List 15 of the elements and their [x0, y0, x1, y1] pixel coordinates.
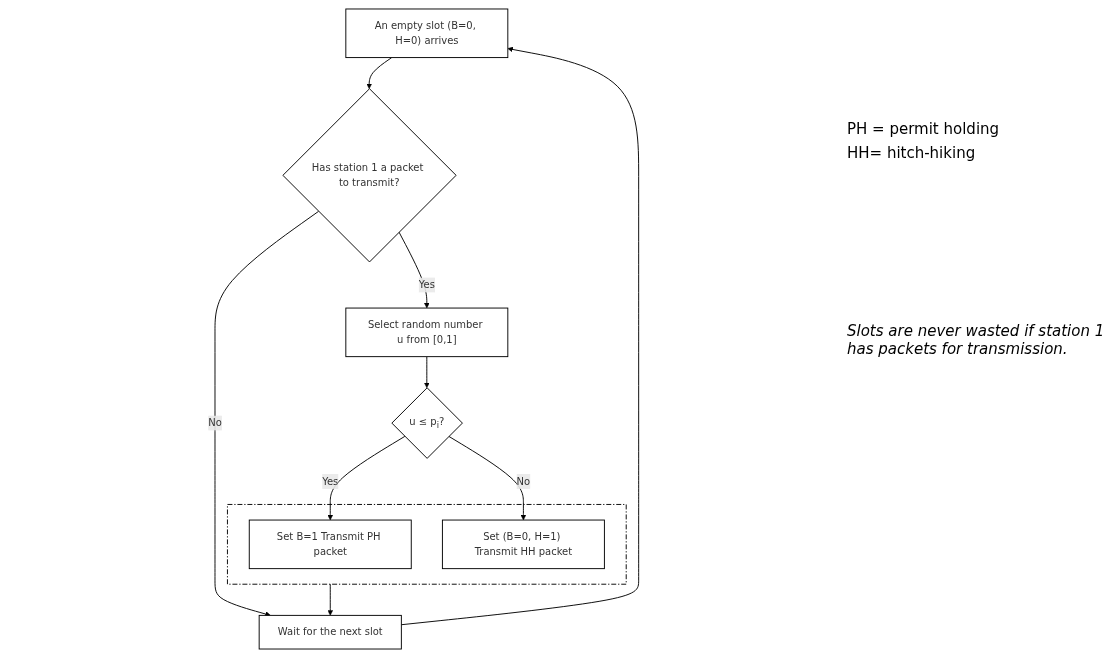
- abbreviation-text: HH= hitch-hiking: [847, 144, 977, 162]
- edge-label: Yes: [418, 278, 435, 291]
- node-box: An empty slot (B=0, H=0) arrives: [345, 8, 509, 59]
- edge-label: No: [516, 475, 531, 488]
- node-box: Set B=1 Transmit PH packet: [248, 519, 412, 570]
- edge-label: No: [208, 416, 222, 429]
- node-box: Select random number u from [0,1]: [345, 307, 509, 358]
- node-box: Set (B=0, H=1) Transmit HH packet: [442, 519, 605, 570]
- node-diamond: Has station 1 a packet to transmit?: [282, 88, 457, 263]
- cluster: [227, 504, 627, 585]
- node-box: Wait for the next slot: [258, 614, 402, 650]
- note-text: Slots are never wasted if station 1 has packets for transmission.: [847, 322, 1106, 358]
- node-diamond: u ≤ p$_{i}$?: [391, 387, 463, 459]
- abbreviation-text: PH = permit holding: [847, 120, 1001, 138]
- edge-label: Yes: [322, 475, 339, 488]
